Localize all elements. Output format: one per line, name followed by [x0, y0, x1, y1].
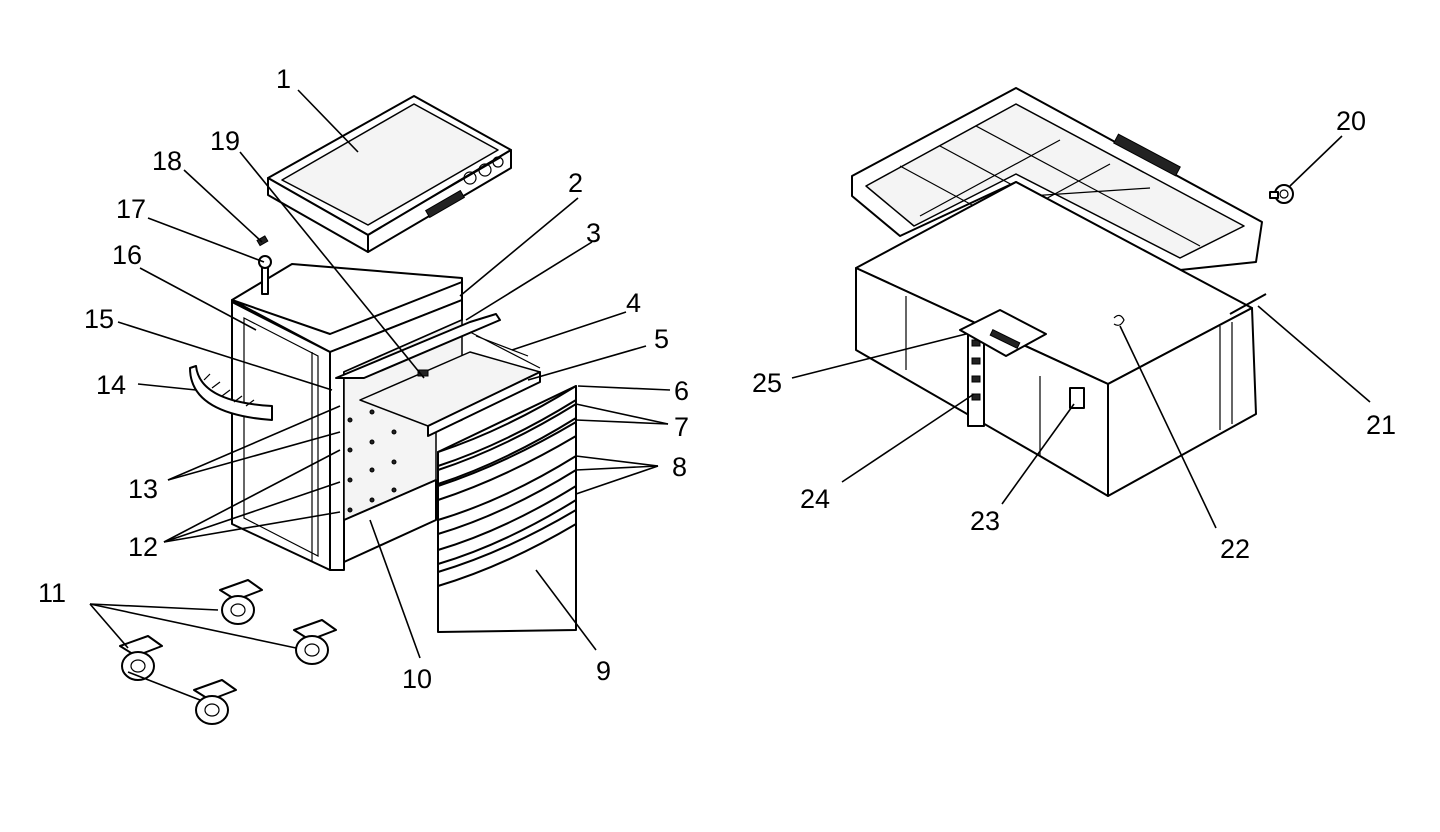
top-cover-part	[267, 95, 512, 253]
part-label-20: 20	[1336, 106, 1366, 136]
part-label-1: 1	[276, 64, 291, 94]
latch	[1069, 387, 1085, 409]
leader-lines	[89, 89, 1371, 701]
part-label-4: 4	[626, 288, 641, 318]
part-label-10: 10	[402, 664, 432, 694]
part-label-7: 7	[674, 412, 689, 442]
part-label-24: 24	[800, 484, 830, 514]
chest-side-panel	[1107, 307, 1257, 497]
top-drawer-handle	[335, 313, 501, 379]
side-handle	[189, 365, 273, 421]
tool-cabinet-assembly	[119, 95, 577, 725]
part-label-19: 19	[210, 126, 240, 156]
part-label-9: 9	[596, 656, 611, 686]
part-label-16: 16	[112, 240, 142, 270]
part-label-3: 3	[586, 218, 601, 248]
knob	[1269, 184, 1294, 204]
drawer-fronts	[437, 385, 577, 633]
part-label-12: 12	[128, 532, 158, 562]
mounting-bracket	[959, 309, 1047, 357]
part-label-13: 13	[128, 474, 158, 504]
part-label-5: 5	[654, 324, 669, 354]
part-label-2: 2	[568, 168, 583, 198]
part-label-11: 11	[38, 578, 66, 608]
tool-chest-assembly	[851, 87, 1294, 497]
part-label-8: 8	[672, 452, 687, 482]
lock-key	[256, 235, 269, 247]
clip	[1113, 314, 1125, 326]
part-label-17: 17	[116, 194, 146, 224]
part-number-labels: 1 2 3 4 5 6 7 8 9 10 11 12 13 14 15 16 1…	[38, 64, 1396, 694]
hinge-rod	[1229, 293, 1267, 315]
part-label-6: 6	[674, 376, 689, 406]
part-label-14: 14	[96, 370, 126, 400]
part-label-21: 21	[1366, 410, 1396, 440]
caster-wheels	[119, 579, 337, 725]
part-label-18: 18	[152, 146, 182, 176]
part-label-22: 22	[1220, 534, 1250, 564]
part-label-25: 25	[752, 368, 782, 398]
part-label-15: 15	[84, 304, 114, 334]
part-label-23: 23	[970, 506, 1000, 536]
